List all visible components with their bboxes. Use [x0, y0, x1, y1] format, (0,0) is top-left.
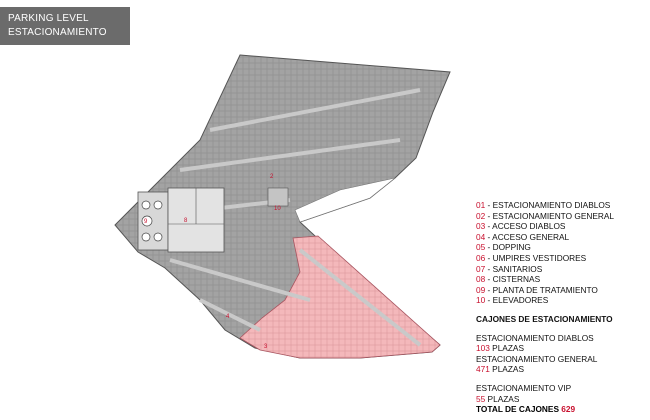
plan-label-4: 4 — [226, 314, 230, 320]
plan-label-10: 10 — [274, 206, 281, 212]
plan-label-3: 3 — [264, 344, 268, 350]
legend: 01 - ESTACIONAMIENTO DIABLOS 02 - ESTACI… — [476, 200, 646, 404]
total-count: 629 — [561, 404, 576, 414]
plan-label-2: 2 — [270, 174, 274, 180]
legend-item: 03 - ACCESO DIABLOS — [476, 221, 566, 232]
title-line-2: ESTACIONAMIENTO — [8, 27, 107, 38]
vip-label: ESTACIONAMIENTO VIP — [476, 382, 572, 393]
total-cajones: TOTAL DE CAJONES 629 — [476, 404, 575, 414]
diablos-count-block: ESTACIONAMIENTO DIABLOS 103 PLAZAS ESTAC… — [476, 333, 646, 375]
legend-item: 09 - PLANTA DE TRATAMIENTO — [476, 284, 598, 295]
cistern-tanks — [141, 200, 163, 242]
legend-item: 05 - DOPPING — [476, 242, 531, 253]
inner-courtyard — [294, 177, 396, 223]
general-label: ESTACIONAMIENTO GENERAL — [476, 353, 598, 364]
general-count: 471 PLAZAS — [476, 364, 524, 375]
diablos-count: 103 PLAZAS — [476, 343, 524, 354]
total-label: TOTAL DE CAJONES — [476, 404, 559, 414]
title-line-1: PARKING LEVEL — [8, 13, 89, 24]
legend-item: 01 - ESTACIONAMIENTO DIABLOS — [476, 200, 611, 210]
legend-item: 10 - ELEVADORES — [476, 295, 549, 306]
vip-count: 55 PLAZAS — [476, 393, 520, 404]
legend-item: 02 - ESTACIONAMIENTO GENERAL — [476, 210, 615, 221]
elevator-core — [267, 187, 289, 207]
legend-item: 04 - ACCESO GENERAL — [476, 231, 570, 242]
legend-item: 06 - UMPIRES VESTIDORES — [476, 252, 587, 263]
plan-label-8: 8 — [184, 218, 188, 224]
vip-count-block: ESTACIONAMIENTO VIP 55 PLAZAS — [476, 383, 646, 404]
title-box: PARKING LEVEL ESTACIONAMIENTO — [0, 7, 130, 45]
diablos-label: ESTACIONAMIENTO DIABLOS — [476, 332, 594, 343]
legend-item: 07 - SANITARIOS — [476, 263, 543, 274]
cajones-heading: CAJONES DE ESTACIONAMIENTO — [476, 313, 613, 324]
legend-item: 08 - CISTERNAS — [476, 274, 541, 285]
plan-label-9: 9 — [144, 219, 148, 225]
